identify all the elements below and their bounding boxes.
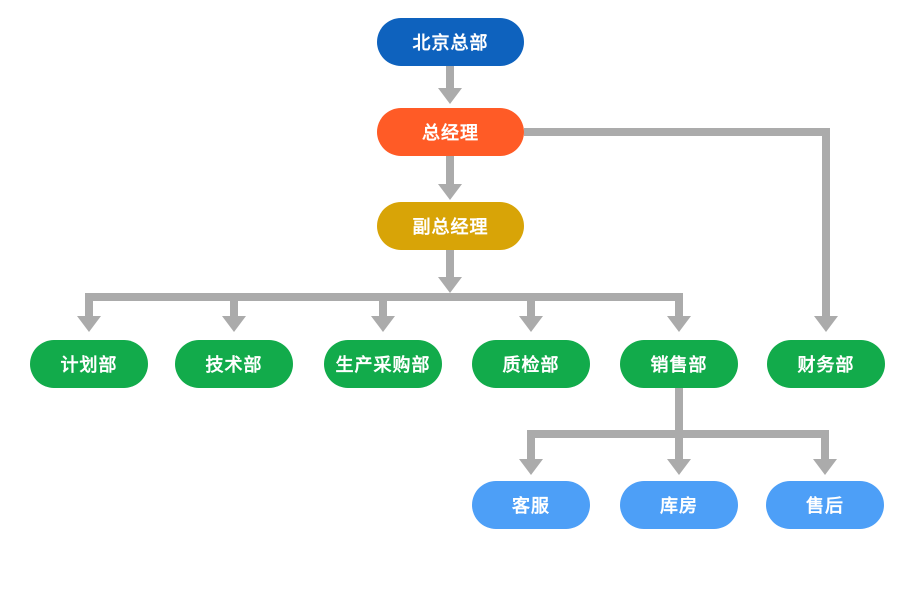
node-technology-dept-label: 技术部 <box>205 355 263 375</box>
edge-hq-to-gm-line <box>446 66 454 90</box>
edge-bus2-to-warehouse-line <box>675 430 683 460</box>
node-general-manager: 总经理 <box>377 108 524 156</box>
node-technology-dept: 技术部 <box>175 340 293 388</box>
edge-bus2-to-warehouse-arrowhead-icon <box>667 459 691 475</box>
node-finance-dept: 财务部 <box>767 340 885 388</box>
node-production-procurement-dept: 生产采购部 <box>324 340 442 388</box>
node-deputy-general-manager: 副总经理 <box>377 202 524 250</box>
edge-gm-to-dgm-line <box>446 156 454 186</box>
node-deputy-general-manager-label: 副总经理 <box>412 217 489 237</box>
edge-sales-to-bus2-line <box>675 388 683 430</box>
edge-bus-to-planning-arrowhead-icon <box>77 316 101 332</box>
node-quality-inspection-dept: 质检部 <box>472 340 590 388</box>
node-after-sales: 售后 <box>766 481 884 529</box>
edge-bus-to-technology-arrowhead-icon <box>222 316 246 332</box>
node-quality-inspection-dept-label: 质检部 <box>502 355 560 375</box>
edge-bus-to-quality-line <box>527 293 535 317</box>
edge-gm-to-finance-vline <box>822 128 830 318</box>
node-finance-dept-label: 财务部 <box>797 355 855 375</box>
edge-gm-to-dgm-arrowhead-icon <box>438 184 462 200</box>
edge-bus2-to-after-sales-arrowhead-icon <box>813 459 837 475</box>
edge-dgm-to-bus-line <box>446 250 454 278</box>
edge-bus-to-production-line <box>379 293 387 317</box>
edge-gm-to-finance-arrowhead-icon <box>814 316 838 332</box>
node-production-procurement-dept-label: 生产采购部 <box>335 355 431 375</box>
node-after-sales-label: 售后 <box>806 496 844 516</box>
edge-dgm-to-bus-arrowhead-icon <box>438 277 462 293</box>
edge-bus2-to-customer-service-arrowhead-icon <box>519 459 543 475</box>
node-beijing-headquarters: 北京总部 <box>377 18 524 66</box>
edge-bus2-to-after-sales-line <box>821 430 829 460</box>
node-sales-dept-label: 销售部 <box>650 355 708 375</box>
node-general-manager-label: 总经理 <box>422 123 479 143</box>
node-planning-dept-label: 计划部 <box>60 355 118 375</box>
node-customer-service: 客服 <box>472 481 590 529</box>
edge-bus-to-technology-line <box>230 293 238 317</box>
edge-bus-to-planning-line <box>85 293 93 317</box>
edge-bus-to-production-arrowhead-icon <box>371 316 395 332</box>
node-beijing-headquarters-label: 北京总部 <box>412 33 489 53</box>
edge-bus-to-sales-line <box>675 293 683 317</box>
edge-hq-to-gm-arrowhead-icon <box>438 88 462 104</box>
node-planning-dept: 计划部 <box>30 340 148 388</box>
node-warehouse: 库房 <box>620 481 738 529</box>
node-customer-service-label: 客服 <box>512 496 550 516</box>
node-warehouse-label: 库房 <box>660 496 698 516</box>
edge-bus-to-quality-arrowhead-icon <box>519 316 543 332</box>
node-sales-dept: 销售部 <box>620 340 738 388</box>
edge-bus2-to-customer-service-line <box>527 430 535 460</box>
edge-bus-to-sales-arrowhead-icon <box>667 316 691 332</box>
edge-gm-to-finance-hline <box>524 128 830 136</box>
